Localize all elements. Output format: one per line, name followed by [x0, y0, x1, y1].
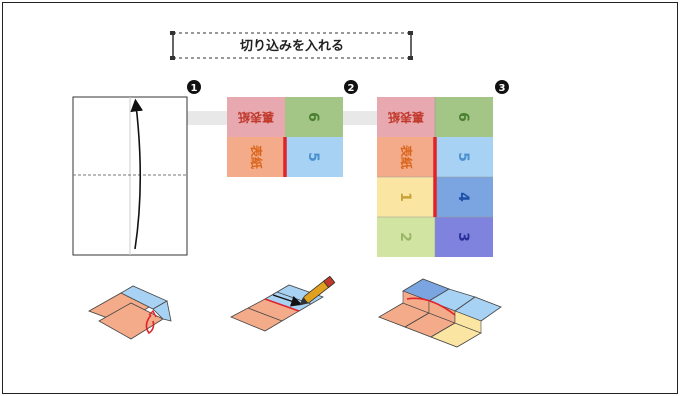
- connector-2-3: [343, 111, 379, 125]
- step-1-number: 1: [191, 83, 198, 94]
- cell-label: 表紙: [249, 144, 264, 169]
- cell-label: 4: [455, 192, 471, 202]
- cell-label: 6: [305, 112, 321, 122]
- cell-label: 裏表紙: [238, 110, 275, 125]
- connector-1-2: [187, 111, 229, 125]
- cell-label: 5: [455, 152, 471, 162]
- illustration-folded-paper: [89, 286, 171, 339]
- step-1: 1: [73, 80, 201, 255]
- title-box: 切り込みを入れる: [170, 31, 413, 60]
- cell-label: 表紙: [399, 144, 414, 169]
- step-2-number: 2: [348, 83, 355, 94]
- step-2: 裏表紙 6 表紙 5 2: [227, 80, 358, 177]
- diagram-canvas: 切り込みを入れる 1 裏表紙 6 表紙 5 2: [3, 3, 679, 395]
- cell-label: 3: [455, 232, 471, 242]
- step-3: 裏表紙 6 表紙 5 1 4 2 3 3: [377, 80, 509, 257]
- cell-label: 1: [397, 192, 413, 202]
- step-3-number: 3: [499, 83, 506, 94]
- cell-label: 5: [305, 152, 321, 162]
- illustration-unfolded-sheet: [379, 279, 501, 347]
- cell-label: 2: [397, 232, 413, 242]
- illustration-cutting: [231, 276, 335, 331]
- cell-label: 裏表紙: [388, 110, 425, 125]
- cell-label: 6: [455, 112, 471, 122]
- page-title: 切り込みを入れる: [240, 38, 344, 54]
